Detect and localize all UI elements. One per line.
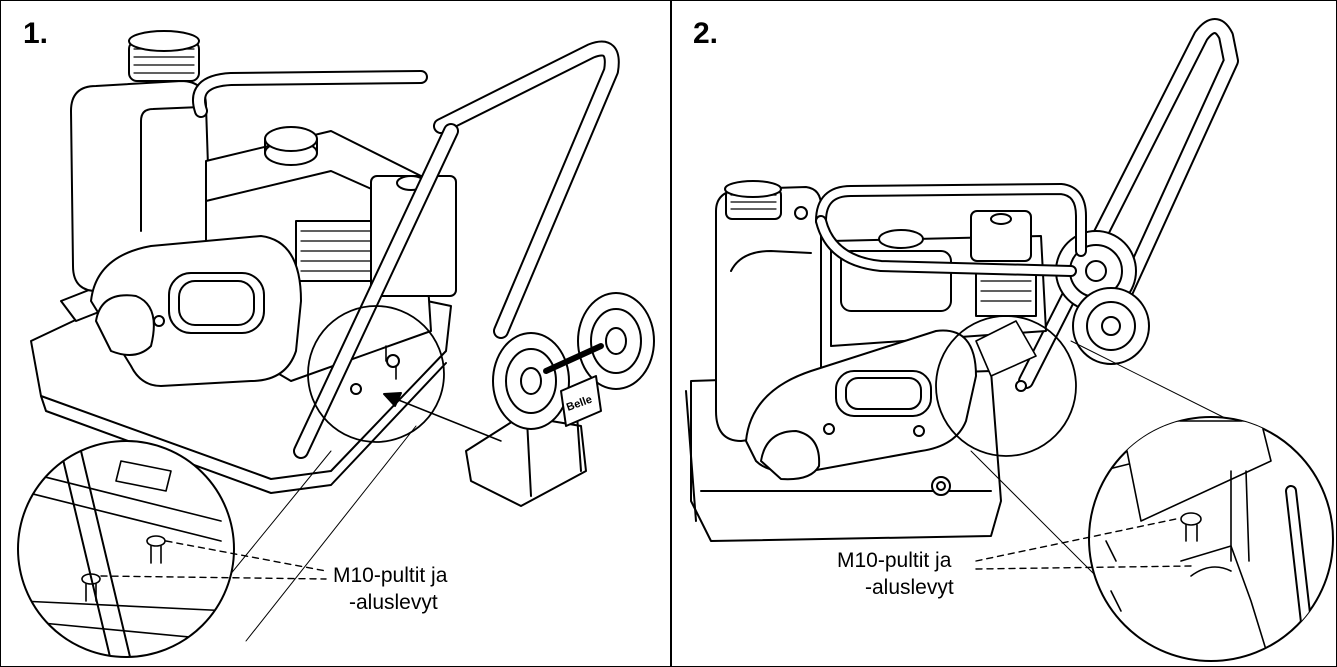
panel-step-2: 2. M10-pultit ja -aluslevyt [671, 1, 1336, 666]
belt-guard [91, 236, 301, 386]
handle [1026, 26, 1231, 381]
zoom-inset [18, 441, 234, 661]
step-2-drawing [671, 1, 1336, 666]
insert-arrow [396, 399, 501, 441]
zoom-inset [1089, 417, 1333, 666]
bolts-caption: M10-pultit ja -aluslevyt [333, 562, 447, 616]
detail-circle [308, 306, 444, 442]
panel-step-1: Belle [1, 1, 670, 666]
caption-line-1: M10-pultit ja [333, 564, 448, 587]
callout-leader [101, 541, 326, 579]
step-1-drawing: Belle [1, 1, 670, 666]
wheel-kit: Belle [466, 293, 654, 506]
step-number: 2. [693, 17, 719, 50]
callout-leader [976, 519, 1191, 569]
step-number: 1. [23, 17, 49, 50]
caption-line-2: -aluslevyt [865, 576, 954, 599]
handle [199, 49, 612, 452]
wheels [1056, 231, 1149, 364]
belt-guard [746, 331, 976, 480]
panel-divider [670, 1, 672, 666]
fuel-tank [71, 31, 211, 291]
bolts-caption: M10-pultit ja -aluslevyt [837, 547, 954, 601]
caption-line-1: M10-pultit ja [837, 549, 952, 572]
detail-circle [936, 316, 1076, 456]
caption-line-2: -aluslevyt [349, 591, 438, 614]
frame [821, 189, 1081, 271]
